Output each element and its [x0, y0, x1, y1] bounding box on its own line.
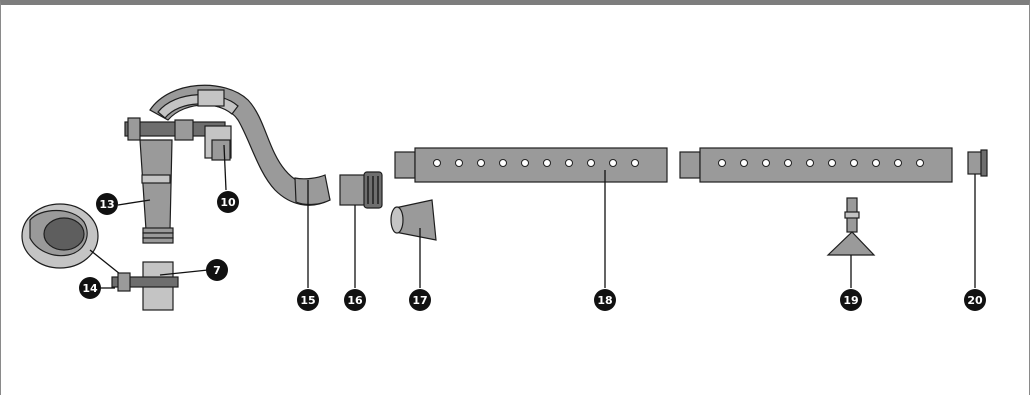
pump-outlet-assembly: [124, 84, 331, 244]
suction-cup-19: [826, 197, 876, 256]
svg-text:18: 18: [597, 294, 612, 307]
spray-bar-extension-holes: [718, 159, 924, 167]
callout-14: 14: [79, 277, 101, 299]
svg-text:10: 10: [220, 196, 236, 209]
clip-detail: [21, 203, 179, 311]
nozzle-17: [390, 199, 437, 241]
svg-text:15: 15: [300, 294, 315, 307]
spray-bar-18: [394, 147, 668, 183]
svg-text:14: 14: [82, 282, 98, 295]
callout-18: 18: [594, 289, 616, 311]
callout-7: 7: [206, 259, 228, 281]
callout-16: 16: [344, 289, 366, 311]
svg-text:13: 13: [99, 198, 114, 211]
spray-bar-18-holes: [433, 159, 639, 167]
tube-ribs: [142, 227, 174, 244]
callout-20: 20: [964, 289, 986, 311]
spray-bar-extension: [679, 147, 953, 183]
callout-19: 19: [840, 289, 862, 311]
coupling-16: [339, 171, 383, 209]
svg-text:17: 17: [412, 294, 427, 307]
callout-10: 10: [217, 191, 239, 213]
callout-15: 15: [297, 289, 319, 311]
svg-text:7: 7: [213, 264, 221, 277]
svg-text:16: 16: [347, 294, 363, 307]
svg-text:19: 19: [843, 294, 858, 307]
end-cap-20: [967, 149, 988, 177]
leader-lines: [100, 144, 976, 289]
svg-text:20: 20: [967, 294, 983, 307]
callout-13: 13: [96, 193, 118, 215]
callout-17: 17: [409, 289, 431, 311]
